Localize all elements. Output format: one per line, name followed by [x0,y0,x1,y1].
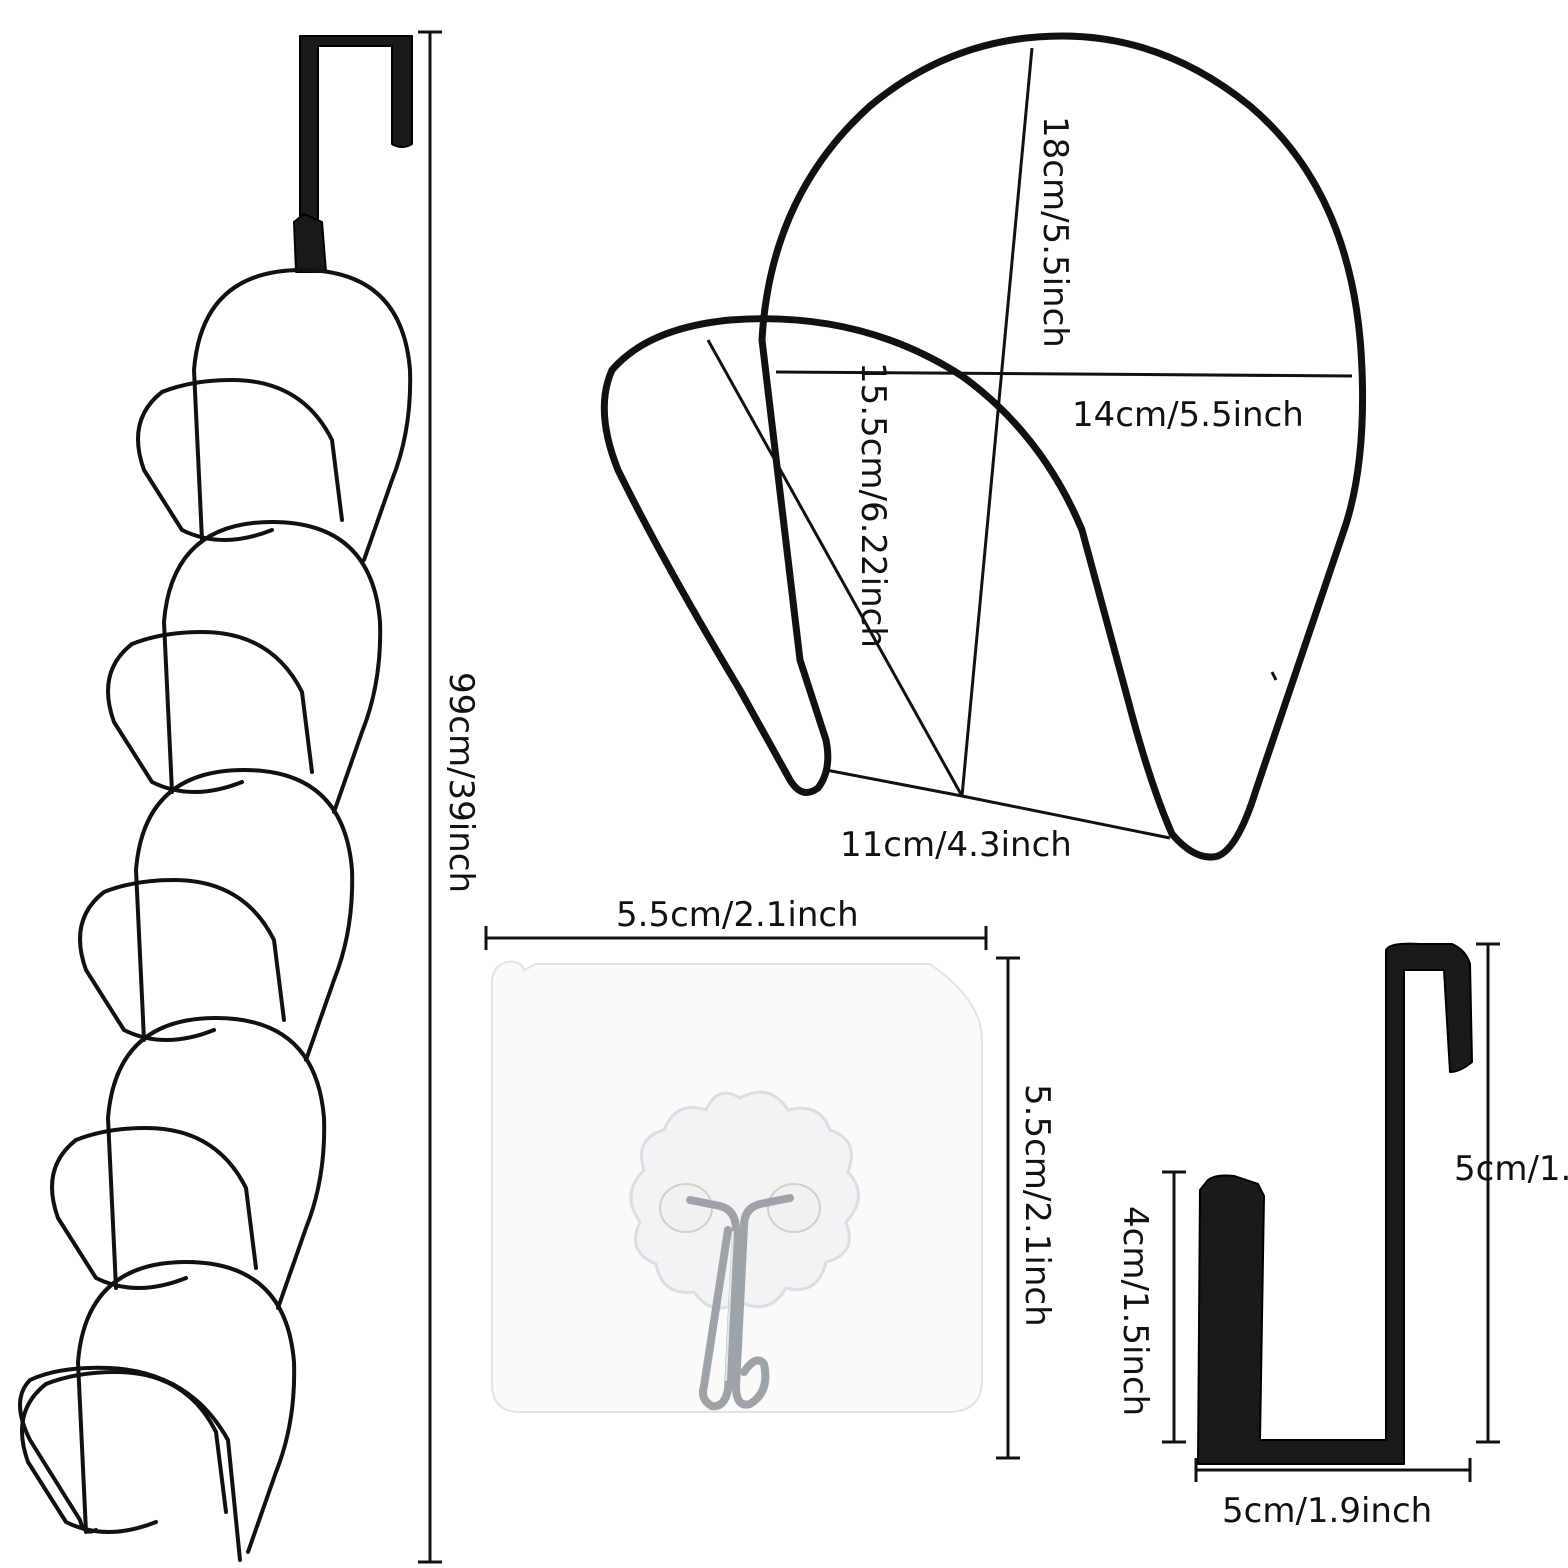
rack-wire-loops [18,268,413,1562]
rack-front-loop-5 [20,1370,228,1534]
hook-inner-height-label: 4cm/1.5inch [1115,1206,1155,1416]
hook-knob-right [767,1183,821,1233]
base-width-line-right [961,794,1171,840]
rack-back-loop-1 [192,268,413,562]
single-loop-diagram: 18cm/5.5inch 14cm/5.5inch 15.5cm/6.22inc… [600,32,1367,865]
loop-width-label: 14cm/5.5inch [1072,395,1304,435]
loop-joint [1270,671,1278,681]
hook-knob-left [659,1183,713,1233]
pad-height-label: 5.5cm/2.1inch [1017,1084,1057,1327]
loop-diagonal-line [706,339,964,797]
hook-width-dimension: 5cm/1.9inch [1194,1458,1472,1531]
metal-hook-highlight [725,1231,734,1381]
pad-width-dimension: 5.5cm/2.1inch [484,895,988,950]
front-loop [600,315,1176,838]
total-length-label: 99cm/39inch [441,672,481,893]
over-door-hook: 5cm/1.9inch 4cm/1.5inch 5cm/1.9inch [1115,942,1568,1531]
base-width-line-left [825,768,963,798]
rack-door-bracket [299,35,413,233]
hanging-rack: 99cm/39inch [18,30,481,1564]
base-width-label: 11cm/4.3inch [840,825,1072,865]
rack-front-loop-1 [136,378,344,542]
loop-diagonal-label: 15.5cm/6.22inch [853,362,893,648]
rack-back-loop-5 [76,1260,297,1554]
hook-height-label: 5cm/1.9inch [1454,1149,1568,1189]
metal-hook-icon [686,1196,740,1411]
rack-bottom-loop [18,1365,242,1562]
rack-back-loop-4 [106,1016,327,1310]
loop-height-label: 18cm/5.5inch [1035,116,1075,348]
hook-height-dimension: 5cm/1.9inch [1454,942,1568,1444]
rack-bracket-clip [293,213,327,273]
rack-back-loop-2 [162,520,383,814]
back-loop [758,32,1367,861]
hook-inner-height-dimension: 4cm/1.5inch [1115,1170,1186,1444]
loop-height-line [960,47,1034,797]
pad-width-label: 5.5cm/2.1inch [616,895,859,935]
rack-front-loop-3 [78,878,286,1042]
pad-height-dimension: 5.5cm/2.1inch [996,956,1057,1460]
metal-hook-wire-right [732,1194,794,1409]
rack-front-loop-2 [106,630,314,794]
total-length-dimension: 99cm/39inch [418,30,481,1564]
over-door-hook-body [1197,942,1473,1465]
adhesive-hook: 5.5cm/2.1inch 5.5cm/2.1inch [484,895,1057,1460]
rack-front-loop-4 [50,1126,258,1290]
rack-back-loop-3 [134,768,355,1062]
hook-width-label: 5cm/1.9inch [1222,1491,1432,1531]
loop-width-line [775,370,1353,378]
